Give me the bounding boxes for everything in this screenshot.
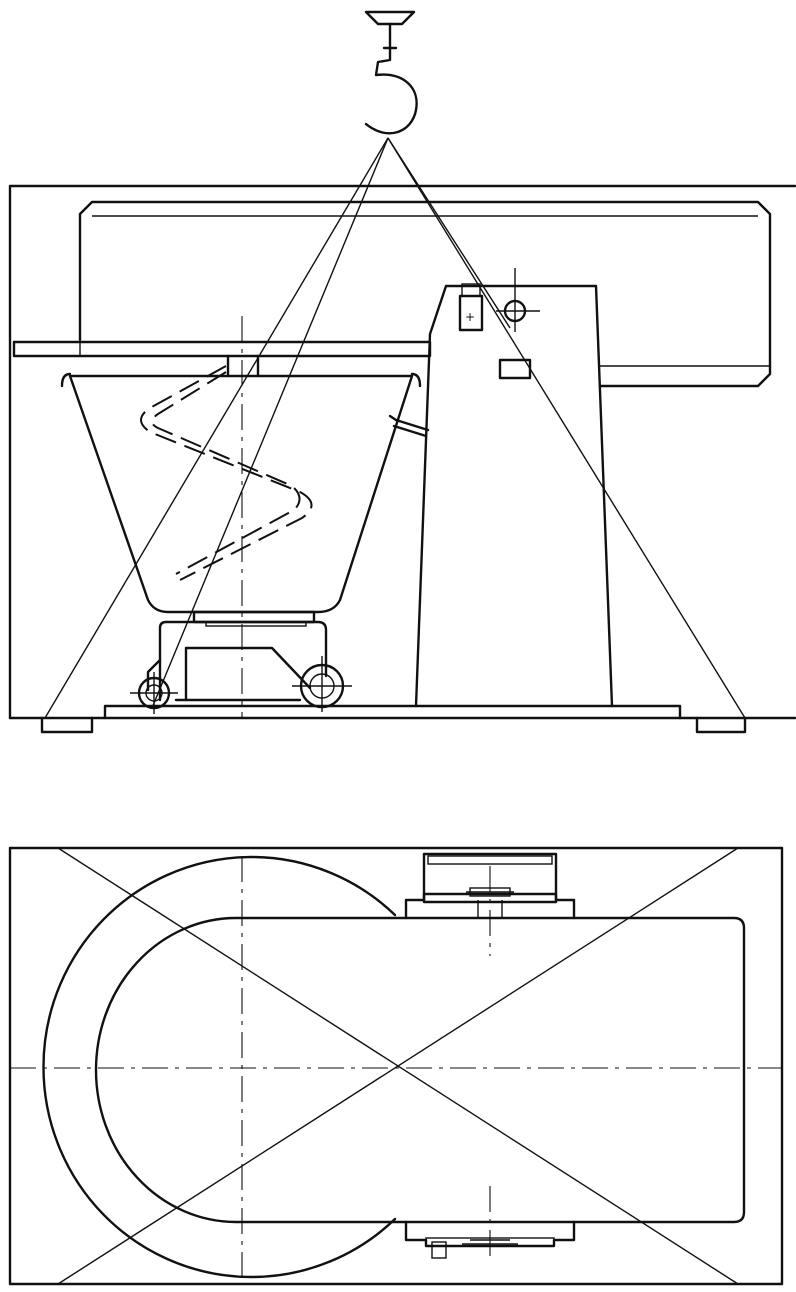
base-plate — [103, 704, 682, 720]
top-plate — [12, 340, 432, 358]
spiral-dough-hook — [140, 365, 313, 581]
side-elevation-view: + — [8, 10, 796, 734]
foot-right — [695, 716, 747, 734]
foot-left — [40, 716, 94, 734]
sling-right-outer — [387, 137, 746, 719]
mixer-head-housing — [78, 200, 772, 388]
bowl-trolley — [130, 620, 352, 714]
crane-hook-icon — [364, 10, 418, 135]
bowl-outer-circle — [42, 855, 397, 1279]
sling-left-outer — [44, 137, 389, 719]
plan-view-frame — [8, 846, 784, 1286]
sling-right-inner — [387, 137, 511, 329]
indicator-light — [498, 358, 532, 380]
side-view-frame — [8, 184, 796, 720]
machine-body-outline — [94, 916, 746, 1224]
switch-plus-symbol: + — [465, 310, 475, 324]
bowl-base-ring — [192, 610, 316, 624]
mixing-bowl — [68, 374, 414, 614]
plan-diagonal-2 — [57, 847, 739, 1285]
machine-column — [414, 284, 614, 708]
top-plan-view — [8, 846, 784, 1286]
